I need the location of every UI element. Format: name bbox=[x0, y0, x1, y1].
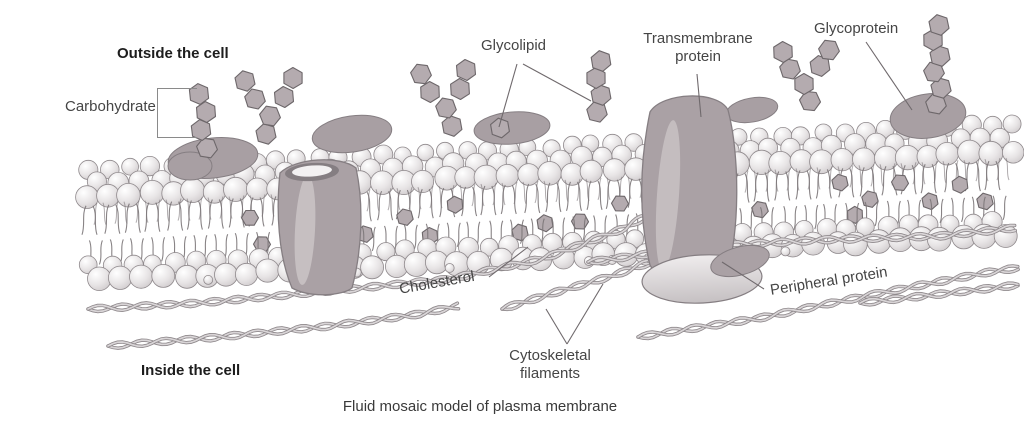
diagram-title: Fluid mosaic model of plasma membrane bbox=[342, 398, 618, 415]
label-transmembrane-protein: Transmembrane protein bbox=[643, 30, 753, 65]
label-cytoskeletal-filaments: Cytoskeletal filaments bbox=[509, 347, 591, 382]
transmembrane-protein bbox=[641, 95, 738, 285]
channel-protein bbox=[277, 159, 362, 296]
label-glycolipid: Glycolipid bbox=[481, 37, 547, 54]
label-inside-the-cell: Inside the cell bbox=[141, 362, 241, 379]
label-outside-the-cell: Outside the cell bbox=[117, 45, 229, 62]
carbohydrate-bracket bbox=[157, 88, 197, 138]
peripheral-protein bbox=[641, 244, 770, 304]
label-glycoprotein: Glycoprotein bbox=[814, 20, 899, 37]
label-carbohydrate: Carbohydrate bbox=[65, 98, 156, 115]
